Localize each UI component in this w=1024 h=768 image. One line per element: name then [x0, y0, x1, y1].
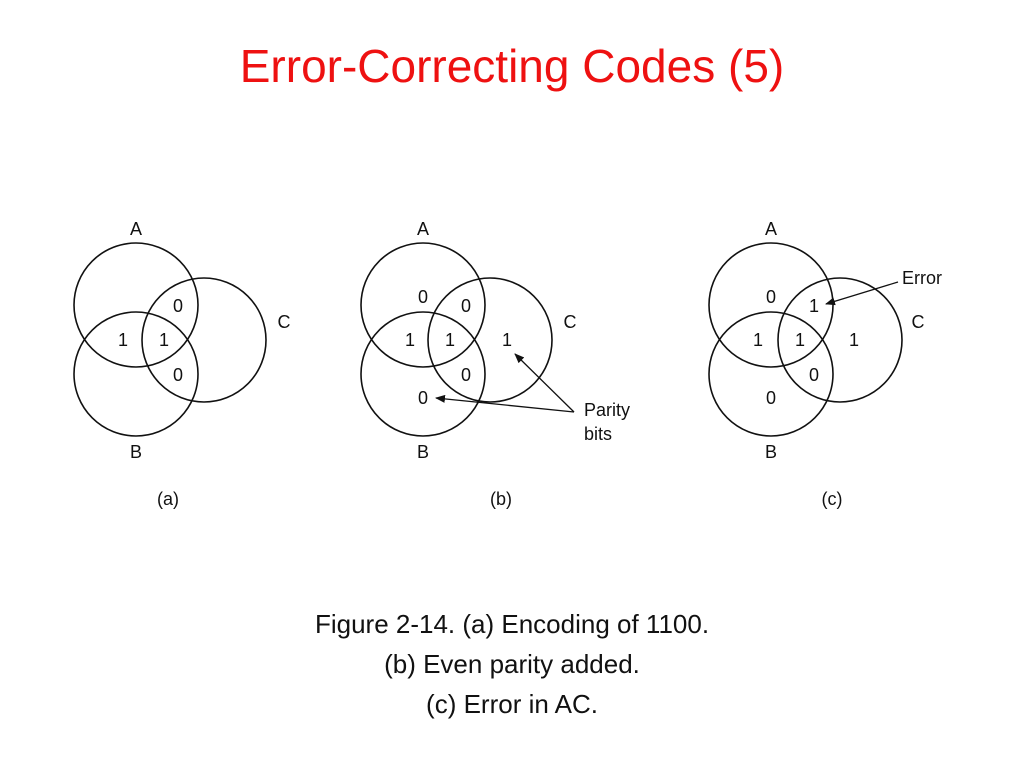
circle-a-label: A [417, 219, 429, 239]
circle-a-label: A [130, 219, 142, 239]
circle-c-label: C [564, 312, 577, 332]
figure-caption: Figure 2-14. (a) Encoding of 1100. (b) E… [0, 604, 1024, 724]
caption-line: (b) Even parity added. [384, 649, 640, 679]
bit-ab: 1 [405, 330, 415, 350]
parity-bits-annotation-line2: bits [584, 424, 612, 444]
bit-c-only: 1 [849, 330, 859, 350]
bit-bc: 0 [809, 365, 819, 385]
panel-label: (c) [822, 489, 843, 509]
bit-abc: 1 [159, 330, 169, 350]
bit-ab: 1 [753, 330, 763, 350]
circle-b-label: B [130, 442, 142, 462]
circle-b-label: B [765, 442, 777, 462]
bit-abc: 1 [445, 330, 455, 350]
circle-b [360, 311, 486, 437]
panel-label: (a) [157, 489, 179, 509]
panel-a: A B C 1 1 0 0 (a) [73, 219, 291, 509]
arrow-to-error-bit [825, 281, 899, 306]
bit-ac: 1 [809, 296, 819, 316]
bit-b-only: 0 [766, 388, 776, 408]
bit-abc: 1 [795, 330, 805, 350]
bit-c-only: 1 [502, 330, 512, 350]
bit-a-only: 0 [418, 287, 428, 307]
caption-line: Figure 2-14. (a) Encoding of 1100. [314, 609, 710, 639]
circle-a [360, 242, 486, 368]
circle-c-label: C [278, 312, 291, 332]
bit-a-only: 0 [766, 287, 776, 307]
arrow-to-b-only [435, 394, 575, 413]
slide-title: Error-Correcting Codes (5) [239, 40, 785, 92]
panel-c: A B C 0 1 1 1 0 0 1 Error (c) [708, 219, 942, 509]
circle-b-label: B [417, 442, 429, 462]
bit-ac: 0 [461, 296, 471, 316]
bit-ab: 1 [118, 330, 128, 350]
bit-ac: 0 [173, 296, 183, 316]
bit-b-only: 0 [418, 388, 428, 408]
circle-c-label: C [912, 312, 925, 332]
circle-b [73, 311, 199, 437]
panel-b: A B C 0 1 1 0 0 0 1 Parity bits (b) [360, 219, 630, 509]
bit-bc: 0 [173, 365, 183, 385]
circle-b [708, 311, 834, 437]
arrow-to-c-only [514, 353, 575, 413]
circle-c [141, 277, 267, 403]
circle-a [73, 242, 199, 368]
circle-a-label: A [765, 219, 777, 239]
bit-bc: 0 [461, 365, 471, 385]
circle-c [427, 277, 553, 403]
parity-bits-annotation-line1: Parity [584, 400, 630, 420]
panel-label: (b) [490, 489, 512, 509]
caption-line: (c) Error in AC. [426, 689, 598, 719]
circle-c [777, 277, 903, 403]
venn-diagram-figure: A B C 1 1 0 0 (a) A B C 0 1 1 0 0 0 [73, 219, 942, 509]
error-annotation: Error [902, 268, 942, 288]
